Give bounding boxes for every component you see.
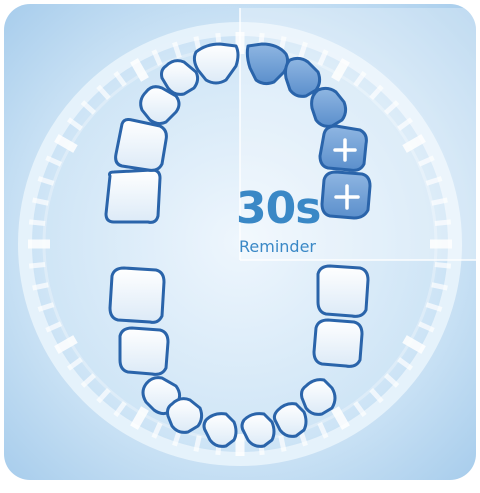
- dial-minor-tick: [281, 436, 284, 452]
- dial-minor-tick: [435, 264, 451, 266]
- dial-minor-tick: [29, 264, 45, 266]
- lower-premolar-right-1: [302, 380, 336, 415]
- lower-molar-left-1: [120, 328, 168, 374]
- reminder-label: Reminder: [239, 237, 359, 257]
- lower-molar-right-1: [314, 320, 362, 366]
- lower-molar-left-2: [110, 268, 164, 322]
- upper-molar-left-2: [106, 170, 160, 222]
- dial-minor-tick: [196, 436, 199, 452]
- lower-molar-right-2: [318, 266, 368, 316]
- lower-premolar-left-1: [168, 399, 202, 433]
- dial-minor-tick: [432, 285, 448, 288]
- upper-molar-right-1: [320, 126, 366, 170]
- reminder-value: 30s: [236, 184, 356, 234]
- dial-minor-tick: [33, 200, 49, 203]
- upper-molar-left-1: [116, 120, 167, 171]
- dial-minor-tick: [29, 222, 45, 224]
- dial-minor-tick: [33, 285, 49, 288]
